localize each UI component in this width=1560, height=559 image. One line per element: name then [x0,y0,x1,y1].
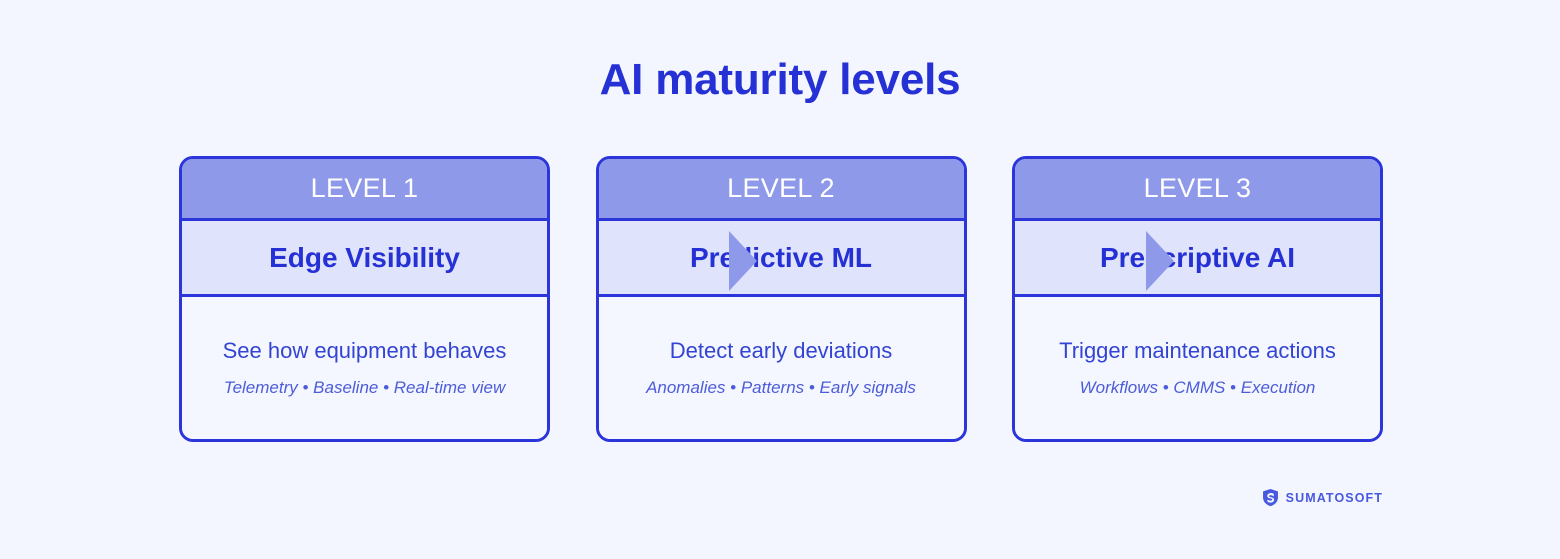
level-card-3[interactable]: LEVEL 3 Prescriptive AI Trigger maintena… [1012,156,1383,442]
level-card-3-description: Trigger maintenance actions [1059,338,1336,363]
level-card-2-header: LEVEL 2 [598,159,964,221]
arrow-right-icon [1146,231,1174,291]
brand-name: SUMATOSOFT [1285,490,1383,505]
level-card-2-title: Predictive ML [598,221,964,297]
level-card-2[interactable]: LEVEL 2 Predictive ML Detect early devia… [595,156,967,442]
level-card-1[interactable]: LEVEL 1 Edge Visibility See how equipmen… [179,156,550,442]
level-card-1-description: See how equipment behaves [222,338,507,363]
page-title: AI maturity levels [599,55,961,104]
shield-s-logo-icon [1262,489,1278,507]
arrow-right-icon [729,231,757,291]
level-card-3-header: LEVEL 3 [1015,159,1380,221]
level-card-2-description: Detect early deviations [669,338,893,363]
level-card-3-body: Trigger maintenance actions Workflows • … [1015,297,1380,439]
level-card-1-header: LEVEL 1 [182,159,547,221]
maturity-levels-row: LEVEL 1 Edge Visibility See how equipmen… [179,156,1383,442]
brand-logo: SUMATOSOFT [1261,488,1383,507]
level-card-2-tags: Anomalies • Patterns • Early signals [646,378,916,397]
level-card-1-title: Edge Visibility [182,221,547,297]
level-card-3-title: Prescriptive AI [1015,221,1380,297]
level-card-1-body: See how equipment behaves Telemetry • Ba… [182,297,547,439]
level-card-2-body: Detect early deviations Anomalies • Patt… [598,297,964,439]
level-card-1-tags: Telemetry • Baseline • Real-time view [223,378,506,397]
level-card-3-tags: Workflows • CMMS • Execution [1079,378,1316,397]
